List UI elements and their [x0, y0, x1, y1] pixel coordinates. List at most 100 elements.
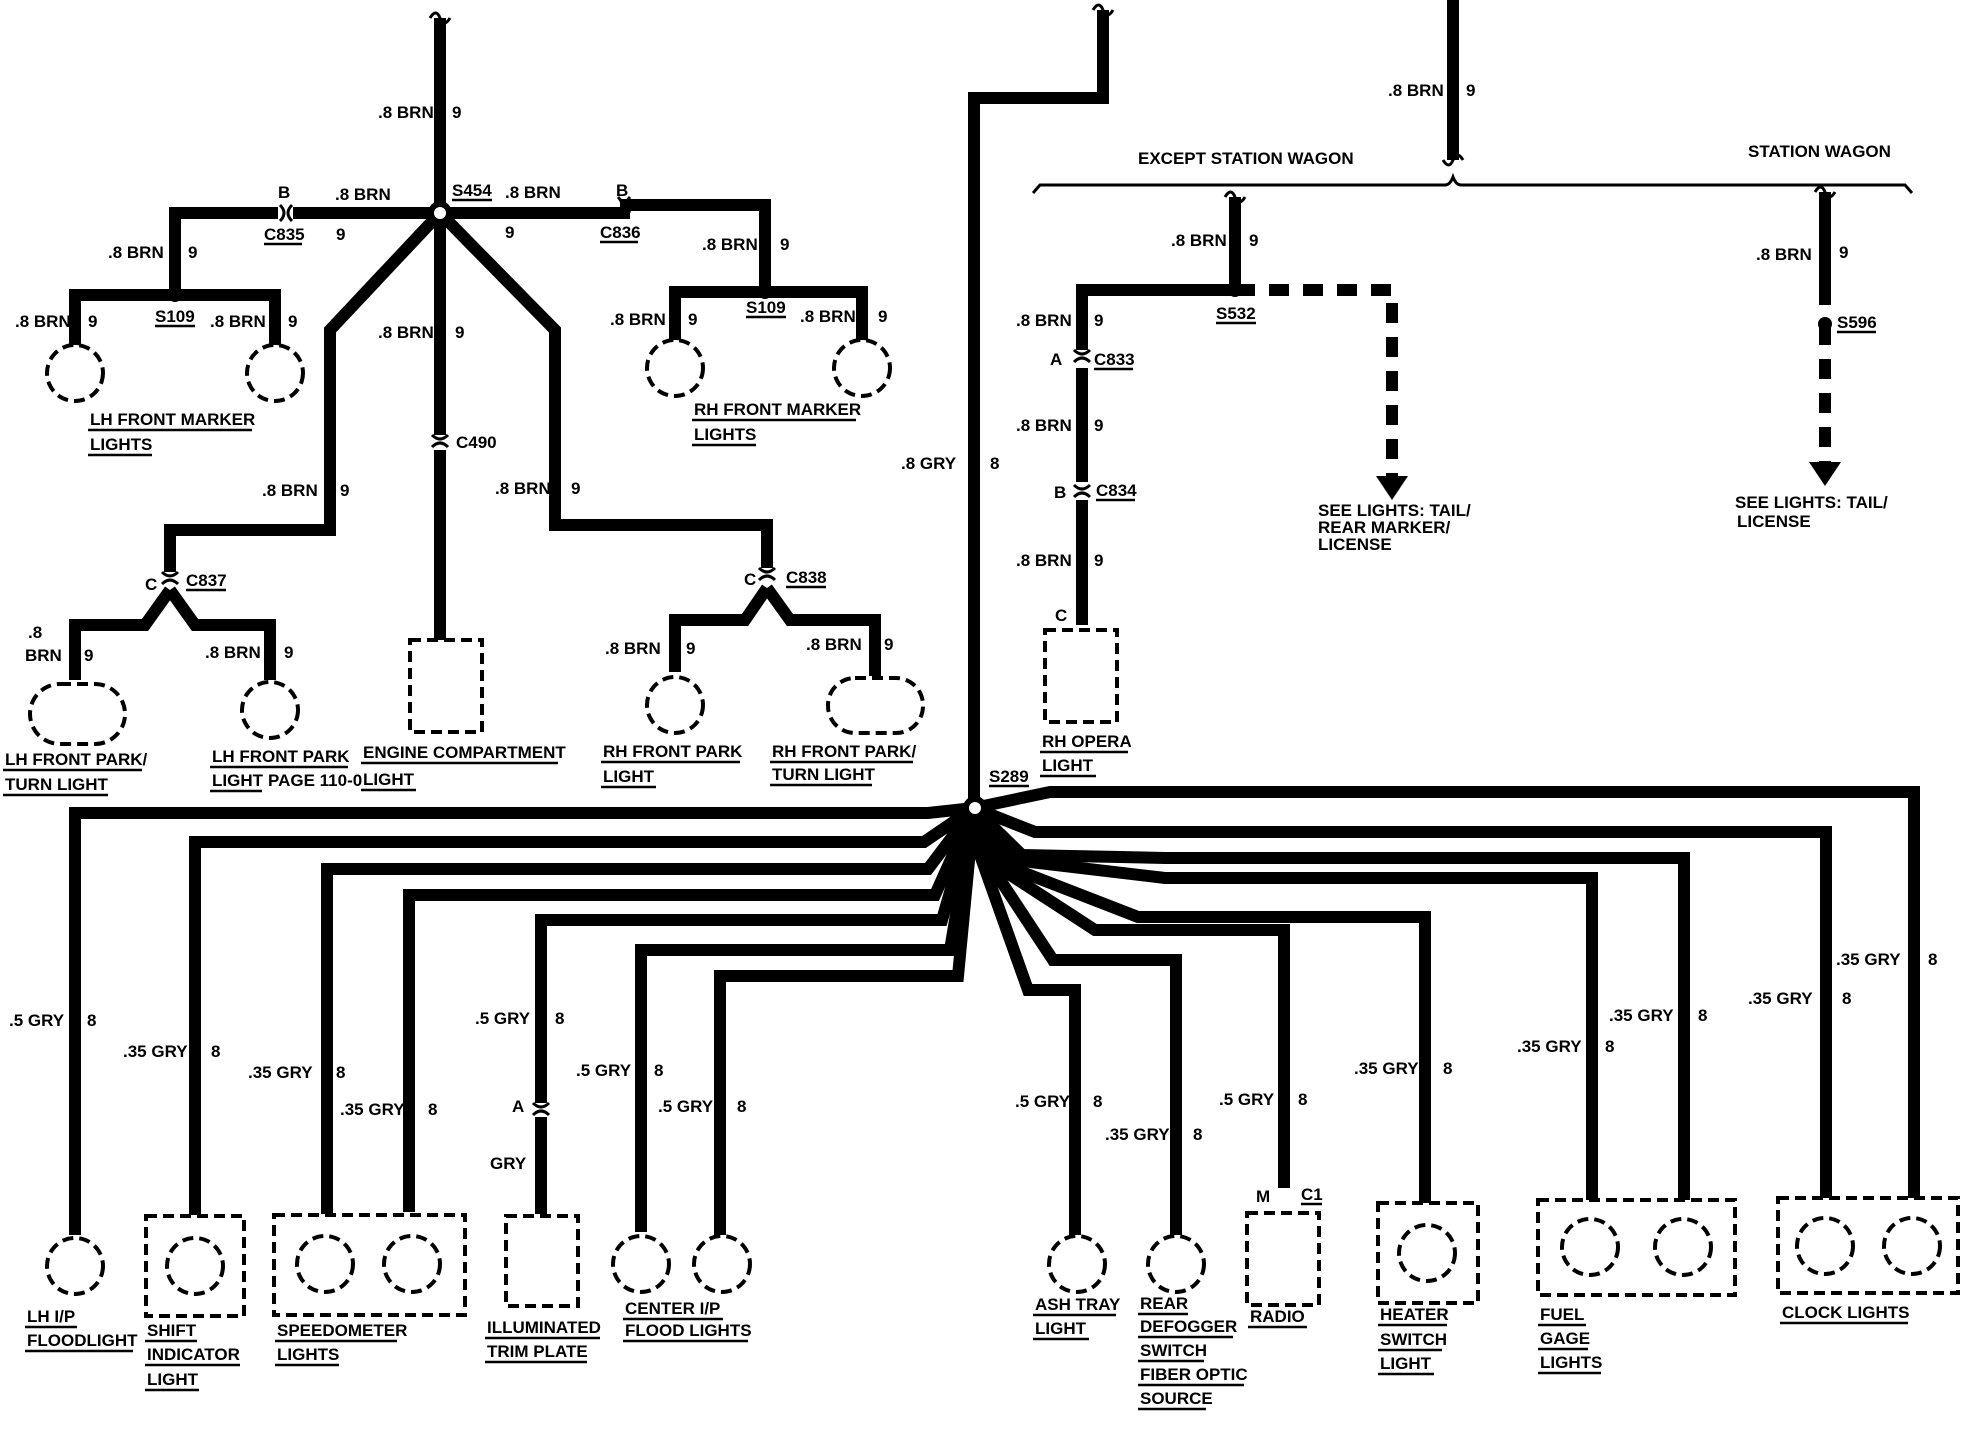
- wire-number: 8: [428, 1100, 437, 1119]
- splice-s109-left: [168, 288, 182, 302]
- except-station-wagon-label: EXCEPT STATION WAGON: [1138, 149, 1354, 168]
- wire-number: 9: [878, 307, 887, 326]
- wire-number: 8: [737, 1097, 746, 1116]
- wire-label: .5 GRY: [1219, 1090, 1275, 1109]
- wire-label: .35 GRY: [1609, 1006, 1674, 1025]
- lh-front-park-turn-caption: LH FRONT PARK/: [5, 750, 148, 769]
- shift-indicator-lamp: [165, 1236, 225, 1296]
- wire-label: .8 BRN: [378, 323, 434, 342]
- speedometer-lamp-1: [295, 1234, 355, 1294]
- splice-s289: [963, 796, 987, 820]
- wire-label: BRN: [25, 646, 62, 665]
- wire-label: .8 BRN: [210, 312, 266, 331]
- splice-s596: [1818, 317, 1832, 331]
- wire-number: 9: [1094, 416, 1103, 435]
- lh-ip-floodlight-caption: LH I/P: [27, 1307, 75, 1326]
- ash-tray-lamp: [1047, 1234, 1107, 1294]
- pin-label: C: [1055, 606, 1067, 625]
- wire-label: .8 BRN: [15, 312, 71, 331]
- heater-switch-lamp: [1397, 1223, 1457, 1283]
- fuel-gage-caption-2: GAGE: [1540, 1329, 1590, 1348]
- connector-c490: [430, 433, 450, 449]
- rh-opera-lamp: [1043, 628, 1119, 724]
- wire-number: 9: [284, 643, 293, 662]
- wire-number: 9: [571, 479, 580, 498]
- wire-label: .5 GRY: [576, 1061, 632, 1080]
- rear-defogger-caption-2: DEFOGGER: [1140, 1317, 1237, 1336]
- connector-trim-a: [531, 1101, 551, 1117]
- wire-label: .5 GRY: [658, 1097, 714, 1116]
- wire-label: .8 BRN: [806, 635, 862, 654]
- wire-number: 9: [455, 323, 464, 342]
- pin-label: A: [512, 1097, 524, 1116]
- splice-s454: [428, 201, 452, 225]
- wire-number: 9: [1249, 231, 1258, 250]
- fuel-gage-caption: FUEL: [1540, 1305, 1584, 1324]
- wire-number: 9: [1839, 243, 1848, 262]
- wire-label: .8 BRN: [335, 185, 391, 204]
- rh-front-park-turn-caption: RH FRONT PARK/: [772, 742, 916, 761]
- wire-number: 9: [340, 481, 349, 500]
- wire-number: 9: [1094, 551, 1103, 570]
- pin-label: C: [145, 575, 157, 594]
- station-wagon-label: STATION WAGON: [1748, 142, 1891, 161]
- wire-label: .8 BRN: [1171, 231, 1227, 250]
- wire-number: 8: [1443, 1059, 1452, 1078]
- wire-label: .8 BRN: [108, 243, 164, 262]
- wire-label: GRY: [490, 1154, 527, 1173]
- wire-number: 9: [780, 235, 789, 254]
- connector-c838: [757, 566, 777, 582]
- radio-caption: RADIO: [1250, 1307, 1305, 1326]
- gry-instrument-lighting-group: S289 .5 GRY 8 .35 GRY 8 .35 GRY 8 .35 GR…: [9, 767, 1960, 1411]
- lh-front-park-lamp: [240, 680, 300, 740]
- wire-number: 9: [336, 225, 345, 244]
- pin-label: B: [278, 183, 290, 202]
- wire-label: .8 BRN: [800, 307, 856, 326]
- trim-plate-caption-2: TRIM PLATE: [487, 1342, 588, 1361]
- rh-front-marker-caption-2: LIGHTS: [694, 425, 756, 444]
- connector-c837: [160, 570, 180, 586]
- lh-front-park-page-ref: PAGE 110-0: [268, 771, 362, 790]
- lh-ip-floodlight-lamp: [45, 1236, 105, 1296]
- rh-front-marker-lamp-2: [832, 338, 892, 398]
- wire-number: 9: [686, 639, 695, 658]
- wire-label: .5 GRY: [9, 1011, 65, 1030]
- wire-number: 8: [1093, 1092, 1102, 1111]
- gry-main-feed: .8 GRY 8: [901, 3, 1115, 808]
- splice-label: S454: [452, 181, 492, 200]
- connector-label: C1: [1301, 1185, 1323, 1204]
- connector-label: C835: [264, 225, 305, 244]
- wire-label: .8 BRN: [1016, 311, 1072, 330]
- speedometer-caption: SPEEDOMETER: [277, 1321, 407, 1340]
- wire-label: .35 GRY: [1354, 1059, 1419, 1078]
- splice-label: S109: [155, 307, 195, 326]
- connector-c836: [616, 195, 632, 215]
- shift-indicator-caption-2: INDICATOR: [147, 1345, 240, 1364]
- wire-label: .8 BRN: [1016, 416, 1072, 435]
- center-ip-flood-lamp-2: [692, 1234, 752, 1294]
- rear-defogger-caption-4: FIBER OPTIC: [1140, 1365, 1248, 1384]
- pin-label: B: [616, 181, 628, 200]
- wire-label: .5 GRY: [1015, 1092, 1071, 1111]
- engine-compartment-lamp: [408, 638, 484, 734]
- lh-front-park-caption: LH FRONT PARK: [212, 747, 350, 766]
- wire-label: .35 GRY: [248, 1063, 313, 1082]
- wire-label: .35 GRY: [1105, 1125, 1170, 1144]
- engine-compartment-caption-2: LIGHT: [363, 770, 415, 789]
- pin-label: M: [1256, 1187, 1270, 1206]
- rear-defogger-caption: REAR: [1140, 1294, 1188, 1313]
- wire-number: 9: [88, 312, 97, 331]
- rh-front-park-lamp: [645, 675, 705, 735]
- wire-number: 9: [1466, 81, 1475, 100]
- splice-label: S532: [1216, 304, 1256, 323]
- center-ip-caption-2: FLOOD LIGHTS: [625, 1321, 752, 1340]
- shift-indicator-caption-3: LIGHT: [147, 1370, 199, 1389]
- wire-label: .8 GRY: [901, 454, 957, 473]
- center-ip-caption: CENTER I/P: [625, 1299, 720, 1318]
- rh-front-marker-lamp-1: [645, 338, 705, 398]
- rear-defogger-caption-5: SOURCE: [1140, 1389, 1213, 1408]
- see-lights-arrow-1: [1376, 476, 1408, 500]
- rh-front-park-caption: RH FRONT PARK: [603, 742, 743, 761]
- wire-label: .35 GRY: [340, 1100, 405, 1119]
